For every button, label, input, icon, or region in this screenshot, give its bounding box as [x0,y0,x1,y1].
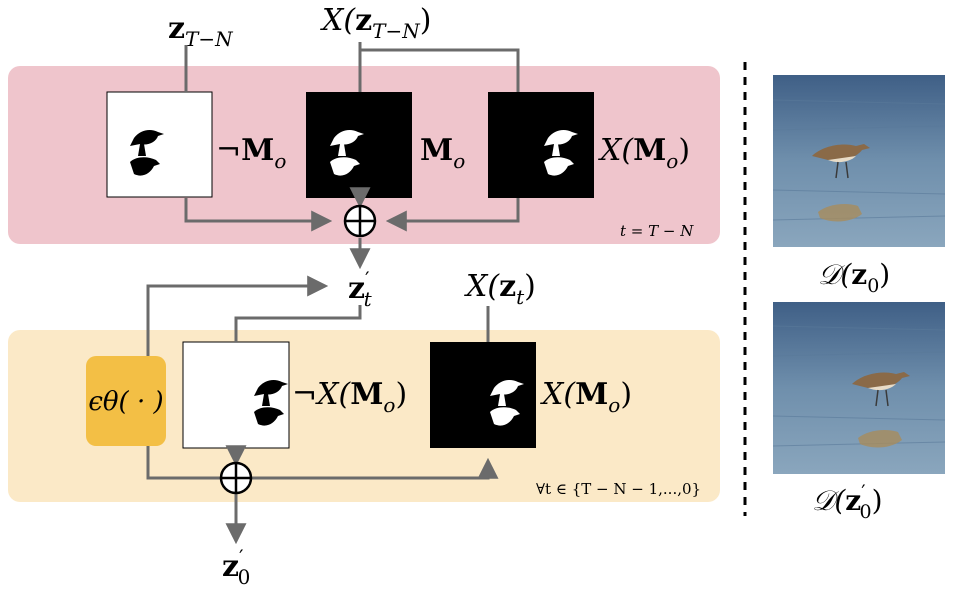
bottom-combine-node [219,461,253,495]
edited-caption: 𝒟(z′0) [812,481,883,523]
x-z-T-N-label: X(zT−N) [320,3,431,43]
top-time-note: t = T − N [620,222,694,240]
mask-label: Mo [420,133,465,173]
bottom-negated-mask-image [182,341,290,449]
transformed-mask-label: X(Mo) [598,133,690,173]
mask-image [306,92,412,198]
bottom-transformed-mask-image [430,342,536,448]
edited-photo [772,302,946,474]
original-photo [772,75,946,247]
bottom-mask-label: X(Mo) [540,377,632,417]
denoiser-label: ϵθ( · ) [88,387,163,417]
x-zt-label: X(zt) [464,269,536,309]
top-connectors [184,42,520,270]
original-caption: 𝒟(z0) [818,258,890,297]
z-T-N-label: zT−N [168,11,234,51]
top-combine-node [343,204,377,238]
negated-mask-image [106,91,213,198]
bottom-time-note: ∀t ∈ {T − N − 1,...,0} [536,480,701,498]
z0-prime-label: z′0 [222,545,250,589]
neg-mask-label: ¬Mo [216,133,286,173]
zt-prime-label: z′t [348,267,373,311]
transformed-mask-image [488,92,594,198]
bottom-connectors [146,275,499,545]
denoiser-box: ϵθ( · ) [86,356,166,446]
bottom-neg-mask-label: ¬X(Mo) [292,377,407,417]
